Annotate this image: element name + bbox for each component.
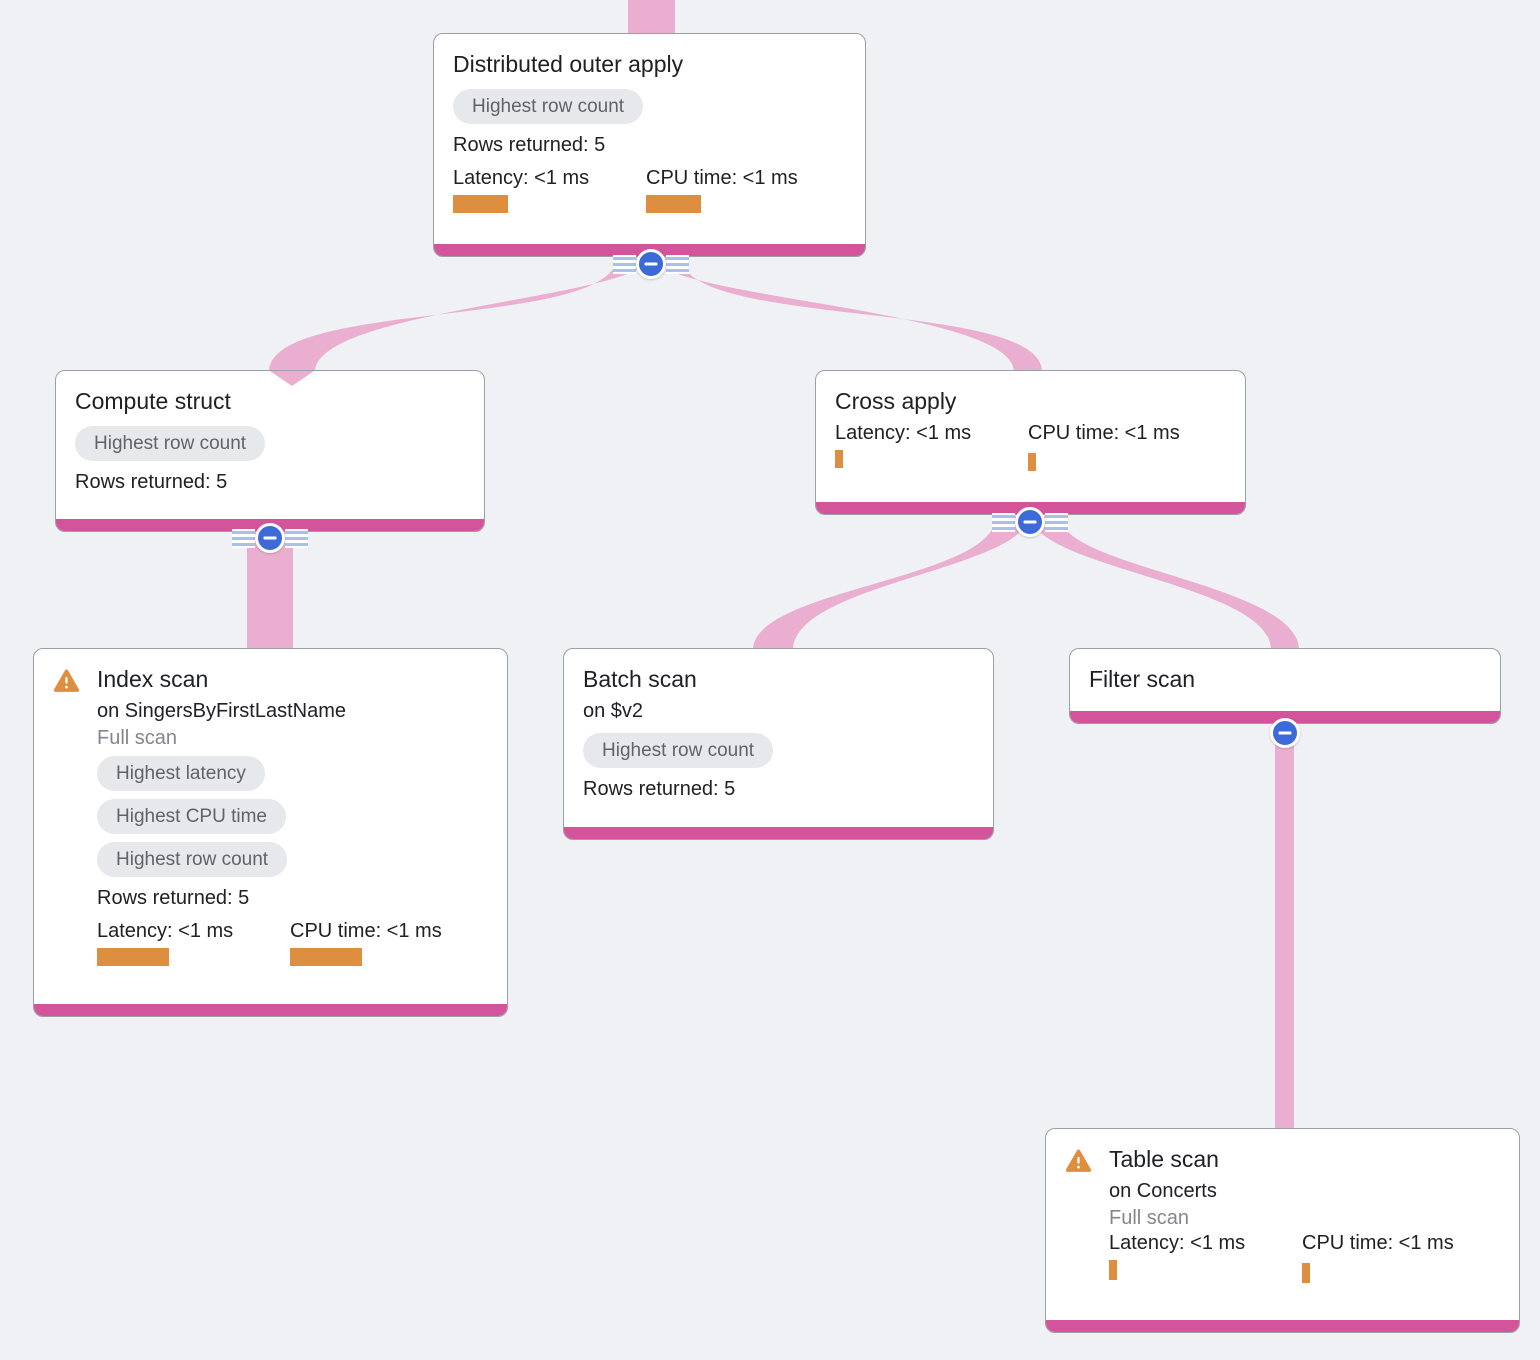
node-title: Filter scan — [1089, 666, 1196, 692]
edge-grip-left — [992, 512, 1015, 532]
node-filter-scan[interactable]: Filter scan — [1069, 648, 1501, 724]
rows-returned-label: Rows returned: 5 — [75, 470, 228, 493]
edge-grip-left — [613, 254, 636, 274]
warning-icon — [1065, 1149, 1092, 1172]
cpu-time-bar — [1028, 452, 1036, 471]
collapse-button-filter-scan[interactable] — [1270, 718, 1300, 748]
rows-returned-label: Rows returned: 5 — [97, 886, 250, 909]
scan-type-label: Full scan — [97, 726, 178, 749]
latency-label: Latency: <1 ms — [1109, 1231, 1246, 1254]
latency-bar — [835, 449, 843, 468]
collapse-button-distributed-outer-apply[interactable] — [613, 249, 689, 279]
edge-grip-right — [666, 254, 689, 274]
badge-highest-latency: Highest latency — [97, 755, 265, 791]
warning-icon — [53, 669, 80, 692]
node-table-scan[interactable]: Table scan on Concerts Full scan Latency… — [1045, 1128, 1520, 1333]
node-title: Distributed outer apply — [453, 51, 684, 77]
cpu-time-label: CPU time: <1 ms — [1028, 421, 1180, 444]
node-accent-bar — [1046, 1320, 1519, 1332]
node-target-label: on $v2 — [583, 699, 644, 722]
edge-distributed-outer-apply-to-cross-apply — [653, 256, 1042, 372]
collapse-minus-icon — [636, 249, 666, 279]
rows-returned-label: Rows returned: 5 — [583, 777, 736, 800]
node-index-scan[interactable]: Index scan on SingersByFirstLastName Ful… — [33, 648, 508, 1017]
badge-highest-row-count: Highest row count — [75, 425, 266, 461]
node-title: Cross apply — [835, 388, 957, 414]
collapse-minus-icon — [255, 523, 285, 553]
latency-label: Latency: <1 ms — [835, 421, 972, 444]
badge-highest-row-count: Highest row count — [97, 841, 288, 877]
node-accent-bar — [564, 827, 993, 839]
node-target-label: on Concerts — [1109, 1179, 1217, 1202]
latency-bar — [1109, 1259, 1117, 1280]
cpu-time-label: CPU time: <1 ms — [1302, 1231, 1454, 1254]
cpu-time-bar — [290, 947, 362, 966]
badge-highest-row-count: Highest row count — [583, 732, 774, 768]
rows-returned-label: Rows returned: 5 — [453, 133, 606, 156]
badge-highest-row-count: Highest row count — [453, 88, 644, 124]
latency-bar — [453, 194, 508, 213]
node-distributed-outer-apply[interactable]: Distributed outer apply Highest row coun… — [433, 33, 866, 257]
node-batch-scan[interactable]: Batch scan on $v2 Highest row count Rows… — [563, 648, 994, 840]
node-title: Compute struct — [75, 388, 231, 414]
collapse-minus-icon — [1270, 718, 1300, 748]
latency-label: Latency: <1 ms — [97, 919, 234, 942]
collapse-button-compute-struct[interactable] — [232, 523, 308, 553]
node-target-label: on SingersByFirstLastName — [97, 699, 346, 722]
node-title: Table scan — [1109, 1146, 1219, 1172]
cpu-time-bar — [646, 194, 701, 213]
edge-grip-left — [232, 528, 255, 548]
edge-root-to-distributed-outer-apply — [628, 0, 675, 35]
collapse-button-cross-apply[interactable] — [992, 507, 1068, 537]
cpu-time-label: CPU time: <1 ms — [290, 919, 442, 942]
badge-highest-cpu-time: Highest CPU time — [97, 798, 286, 834]
scan-type-label: Full scan — [1109, 1206, 1190, 1229]
edge-cross-apply-to-batch-scan — [753, 516, 1028, 650]
latency-bar — [97, 947, 169, 966]
node-compute-struct[interactable]: Compute struct Highest row count Rows re… — [55, 370, 485, 532]
edge-filter-scan-to-table-scan — [1275, 722, 1294, 1129]
latency-label: Latency: <1 ms — [453, 166, 590, 189]
node-title: Batch scan — [583, 666, 697, 692]
node-accent-bar — [34, 1004, 507, 1016]
edge-grip-right — [1045, 512, 1068, 532]
node-accent-bar — [1070, 711, 1500, 723]
edge-distributed-outer-apply-to-compute-struct — [269, 256, 650, 372]
node-cross-apply[interactable]: Cross apply Latency: <1 ms CPU time: <1 … — [815, 370, 1246, 515]
cpu-time-label: CPU time: <1 ms — [646, 166, 798, 189]
node-title: Index scan — [97, 666, 209, 692]
edge-cross-apply-to-filter-scan — [1032, 516, 1299, 650]
edge-grip-right — [285, 528, 308, 548]
collapse-minus-icon — [1015, 507, 1045, 537]
cpu-time-bar — [1302, 1262, 1310, 1283]
